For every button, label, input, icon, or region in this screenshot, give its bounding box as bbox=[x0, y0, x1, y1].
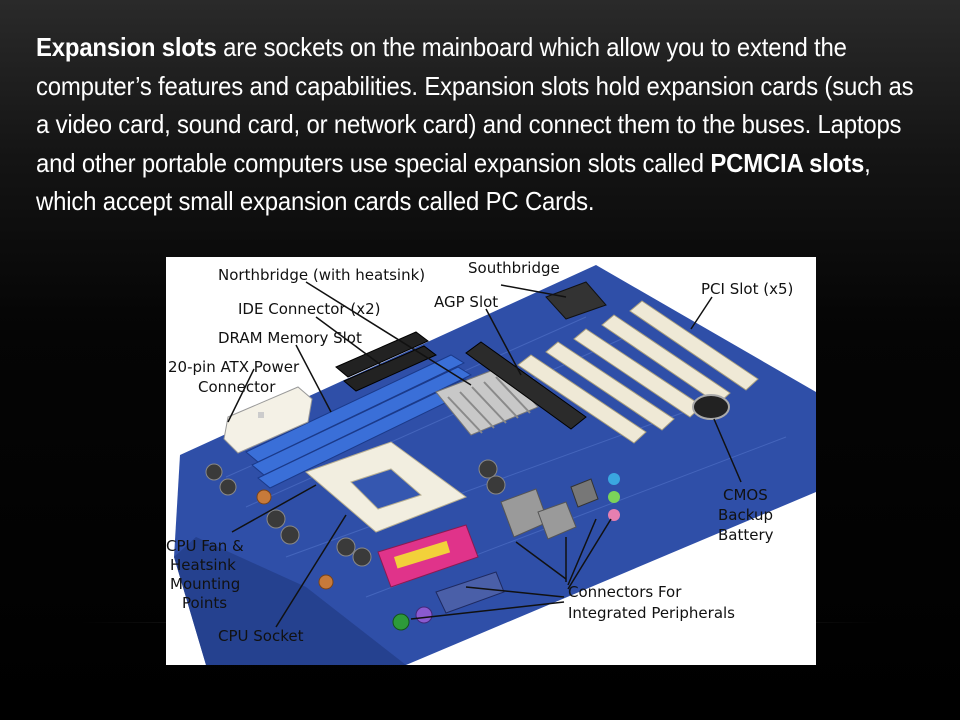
paragraph-text-2: , which accept small expansion cards cal… bbox=[36, 147, 871, 217]
label-northbridge: Northbridge (with heatsink) bbox=[218, 266, 425, 284]
atx-power-connector bbox=[223, 386, 313, 454]
motherboard-diagram: Northbridge (with heatsink) Southbridge … bbox=[166, 259, 816, 665]
body-paragraph: Expansion slots are sockets on the mainb… bbox=[36, 28, 919, 221]
label-connectors-line1: Connectors For bbox=[568, 583, 682, 601]
label-southbridge: Southbridge bbox=[468, 259, 560, 277]
dram-memory-slots bbox=[245, 354, 480, 489]
label-cpu-fan-line3: Mounting bbox=[170, 575, 240, 593]
label-connectors-line2: Integrated Peripherals bbox=[568, 604, 735, 622]
label-atx-power-line1: 20-pin ATX Power bbox=[168, 358, 300, 376]
label-agp-slot: AGP Slot bbox=[434, 293, 498, 311]
term-expansion-slots: Expansion slots bbox=[36, 32, 217, 62]
label-ide-connector: IDE Connector (x2) bbox=[238, 300, 380, 318]
leader-lines bbox=[227, 281, 742, 628]
capacitors bbox=[205, 459, 506, 567]
rear-io-ports bbox=[377, 473, 620, 631]
label-cmos-line1: CMOS bbox=[723, 486, 768, 504]
label-cmos-line3: Battery bbox=[718, 526, 774, 544]
agp-slot bbox=[465, 341, 587, 430]
motherboard-figure: Northbridge (with heatsink) Southbridge … bbox=[166, 257, 816, 665]
label-cpu-fan-line2: Heatsink bbox=[170, 556, 236, 574]
label-dram-memory-slot: DRAM Memory Slot bbox=[218, 329, 362, 347]
paragraph-text-1: are sockets on the mainboard which allow… bbox=[36, 32, 914, 178]
pci-slots bbox=[517, 300, 759, 444]
label-cpu-fan-line4: Points bbox=[182, 594, 227, 612]
motherboard-shade bbox=[174, 537, 406, 665]
inductors bbox=[256, 489, 334, 590]
cmos-battery bbox=[692, 394, 730, 420]
label-cpu-socket: CPU Socket bbox=[218, 627, 304, 645]
label-cmos-line2: Backup bbox=[718, 506, 773, 524]
label-cpu-fan-line1: CPU Fan & bbox=[166, 537, 244, 555]
term-pcmcia-slots: PCMCIA slots bbox=[710, 147, 865, 178]
southbridge-chip bbox=[545, 281, 607, 320]
label-atx-power-line2: Connector bbox=[198, 378, 276, 396]
cpu-socket bbox=[305, 441, 468, 533]
label-pci-slot: PCI Slot (x5) bbox=[701, 280, 793, 298]
